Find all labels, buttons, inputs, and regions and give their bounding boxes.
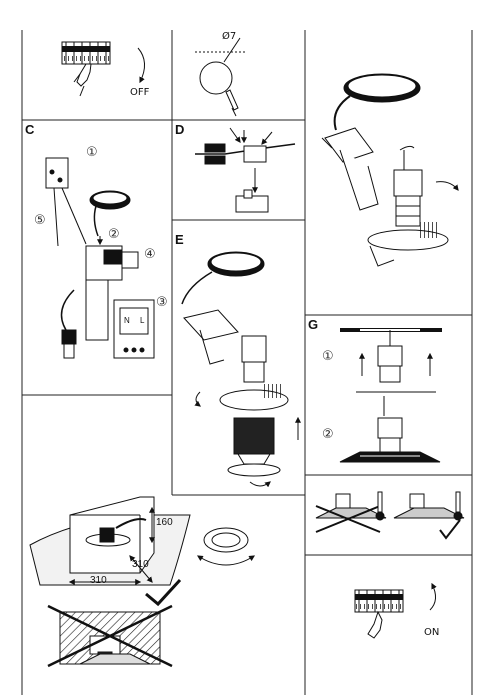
dimension-height: 160 — [156, 517, 173, 528]
callout-5: ⑤ — [34, 213, 46, 228]
panel-label-e: E — [175, 232, 184, 247]
diameter-label: Ø7 — [222, 31, 237, 42]
connector-diagram-d — [195, 127, 296, 213]
on-label: ON — [424, 627, 440, 638]
arrow-up-icon — [429, 582, 437, 611]
callout-3: ③ — [156, 295, 168, 310]
check-icon — [145, 578, 182, 607]
assembly-diagram-e — [181, 251, 301, 488]
dimension-width: 310 — [90, 575, 107, 586]
panel-borders — [21, 30, 473, 695]
cross-icon — [47, 604, 173, 668]
panel-label-d: D — [175, 122, 185, 137]
callout-g1: ① — [322, 349, 334, 364]
switch-label-l: L — [140, 316, 145, 325]
ceiling-install-g — [339, 328, 442, 463]
off-label: OFF — [130, 87, 150, 98]
wiring-diagram-c — [45, 157, 155, 359]
cutout-circle-diagram — [195, 37, 245, 117]
dimension-depth: 310 — [132, 559, 149, 570]
switch-label-n: N — [124, 316, 130, 325]
breaker-switch-off — [61, 41, 111, 65]
callout-4: ④ — [144, 247, 156, 262]
panel-label-g: G — [308, 317, 319, 332]
hand-icon — [73, 63, 92, 97]
arrow-icon — [137, 47, 145, 84]
callout-g2: ② — [322, 427, 334, 442]
breaker-switch-on — [354, 589, 404, 639]
callout-2: ② — [108, 227, 120, 242]
callout-1: ① — [86, 145, 98, 160]
panel-label-c: C — [25, 122, 35, 137]
box-dimensions — [29, 496, 191, 586]
lamp-icon-fitting — [321, 73, 459, 267]
ring-rotation — [196, 527, 256, 566]
thermometer-icon-row — [315, 491, 465, 540]
